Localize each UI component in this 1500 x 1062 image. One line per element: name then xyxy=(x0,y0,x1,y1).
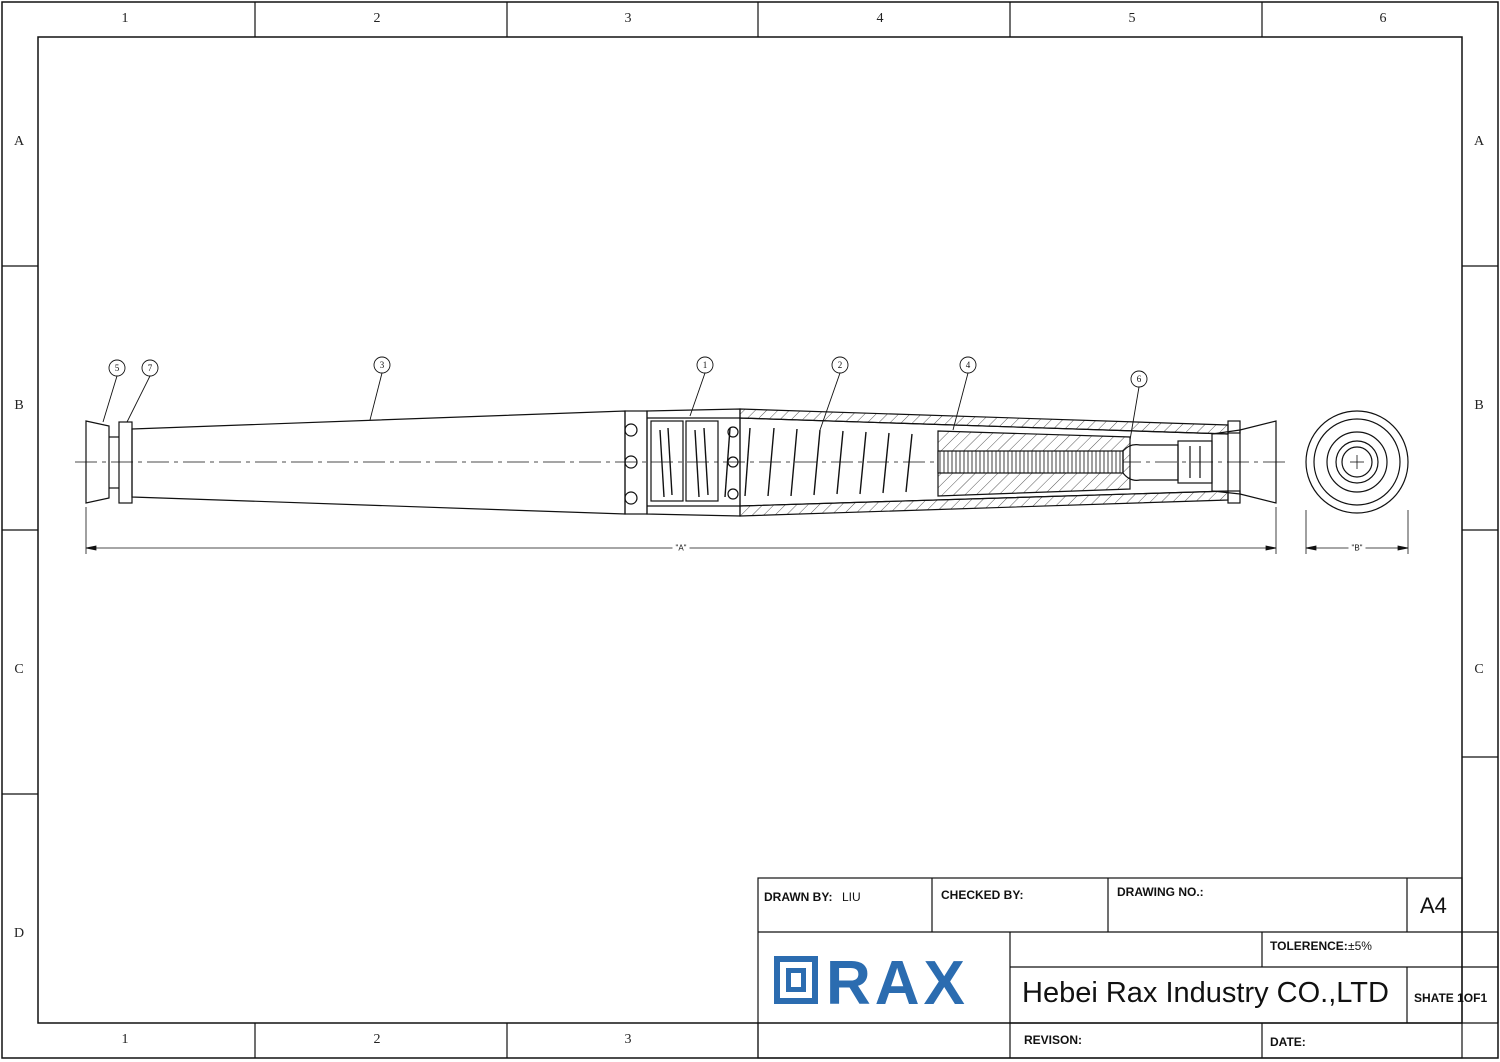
baton-side-view xyxy=(85,408,1277,517)
drawn-by-value: LIU xyxy=(842,890,861,904)
row-label-right: C xyxy=(1474,662,1484,677)
company-name: Hebei Rax Industry CO.,LTD xyxy=(1022,977,1389,1009)
rax-logo-icon xyxy=(774,956,818,1004)
row-label-left: A xyxy=(13,134,25,149)
column-label-bottom: 2 xyxy=(373,1032,381,1047)
company-logo-text: RAX xyxy=(826,949,969,1018)
row-label-right: B xyxy=(1474,398,1484,413)
column-label-top: 6 xyxy=(1379,11,1387,26)
dimension-b-label: "B" xyxy=(1348,543,1366,553)
row-label-right: A xyxy=(1473,134,1485,149)
revision-label: REVISON: xyxy=(1024,1033,1083,1047)
callout-number: 1 xyxy=(702,360,708,370)
callout-number: 7 xyxy=(147,363,153,373)
callout-number: 5 xyxy=(114,363,120,373)
baton-end-view xyxy=(1305,410,1409,514)
row-label-left: D xyxy=(13,926,25,941)
callout-number: 3 xyxy=(379,360,385,370)
column-label-top: 5 xyxy=(1128,11,1136,26)
column-label-bottom: 3 xyxy=(624,1032,632,1047)
tolerance-label: TOLERENCE: xyxy=(1270,939,1348,953)
tolerance-value: ±5% xyxy=(1348,939,1372,953)
dimension-a-label: "A" xyxy=(672,543,690,553)
column-label-top: 3 xyxy=(624,11,632,26)
drawing-no-label: DRAWING NO.: xyxy=(1117,885,1204,899)
column-label-top: 2 xyxy=(373,11,381,26)
column-label-top: 1 xyxy=(121,11,129,26)
row-label-left: C xyxy=(14,662,24,677)
date-label: DATE: xyxy=(1270,1035,1306,1049)
callout-number: 6 xyxy=(1136,374,1142,384)
drawn-by-label: DRAWN BY: xyxy=(764,890,833,904)
column-label-top: 4 xyxy=(876,11,884,26)
callout-number: 4 xyxy=(965,360,971,370)
column-label-bottom: 1 xyxy=(121,1032,129,1047)
sheet-number: SHATE 1OF1 xyxy=(1414,991,1488,1005)
row-label-left: B xyxy=(14,398,24,413)
sheet-size: A4 xyxy=(1420,893,1447,918)
callout-number: 2 xyxy=(837,360,843,370)
checked-by-label: CHECKED BY: xyxy=(941,888,1024,902)
